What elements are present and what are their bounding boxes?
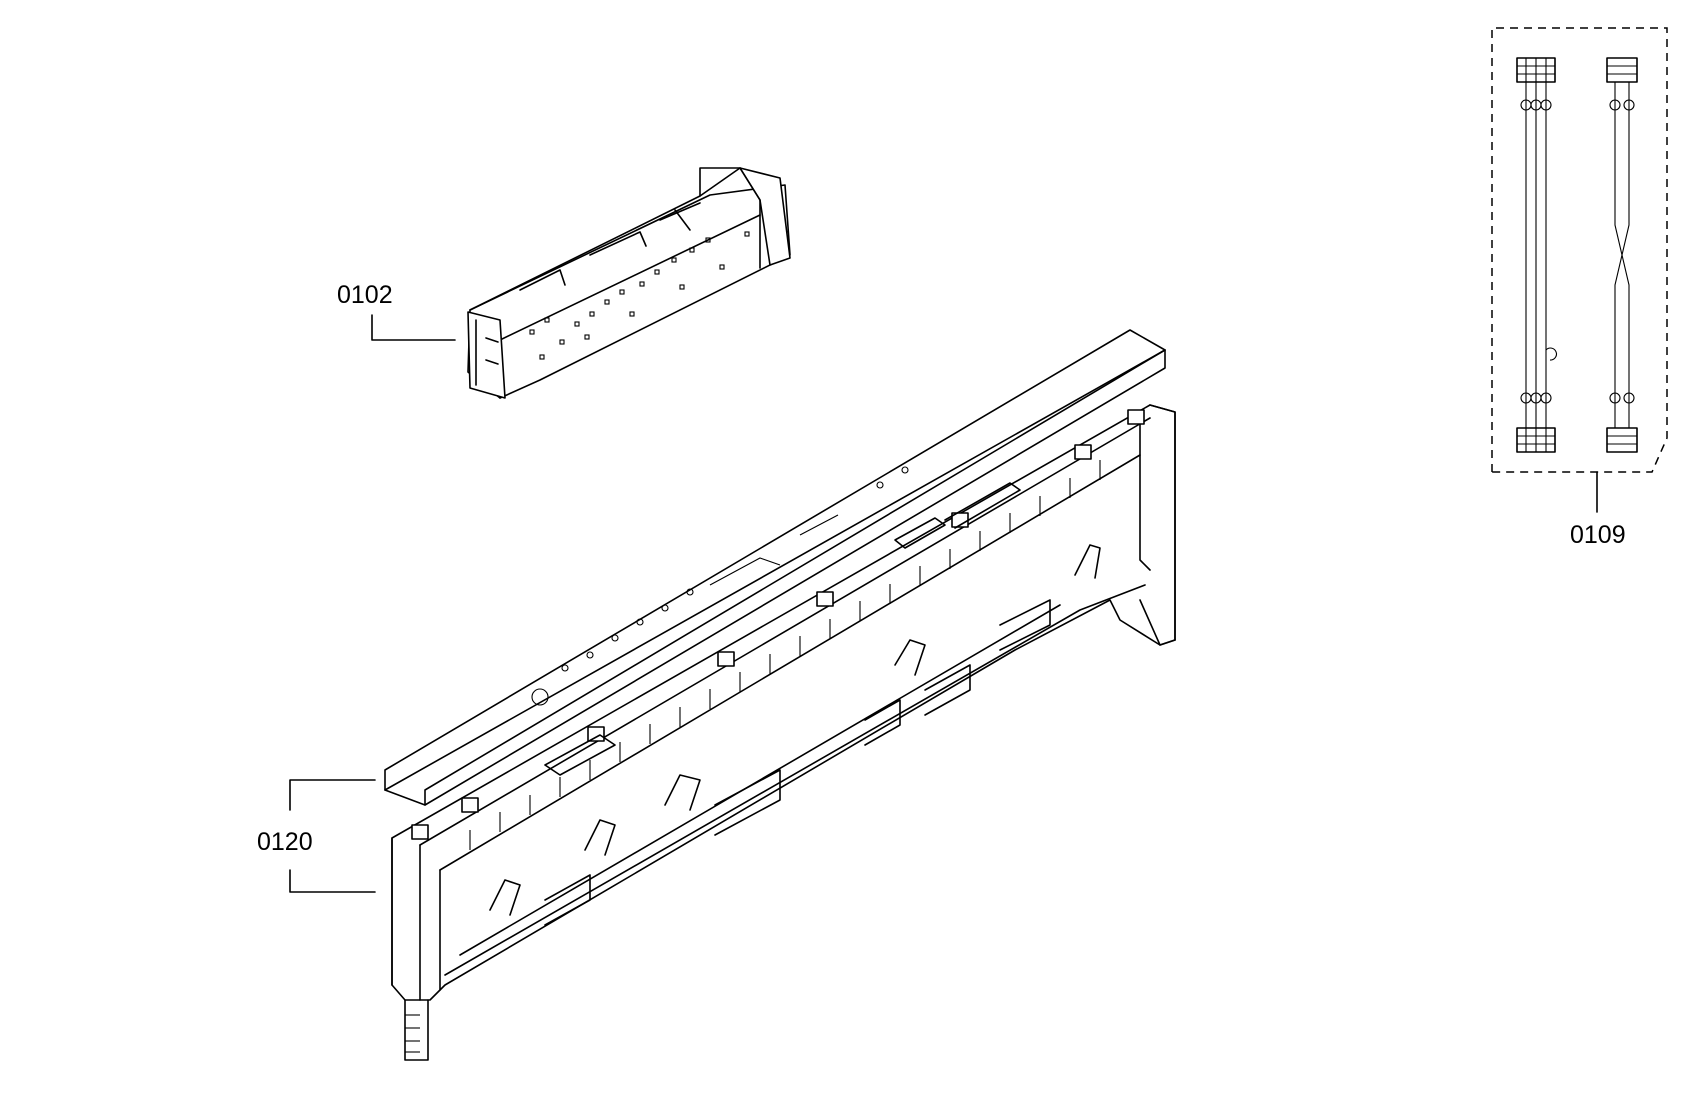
control-module-drawing (371, 167, 791, 399)
part-label-0109: 0109 (1570, 521, 1626, 549)
fascia-panel-drawing (289, 329, 1176, 1061)
cable-harness-drawing (1491, 27, 1668, 513)
part-label-0102: 0102 (337, 281, 393, 309)
part-label-0120: 0120 (257, 828, 313, 856)
